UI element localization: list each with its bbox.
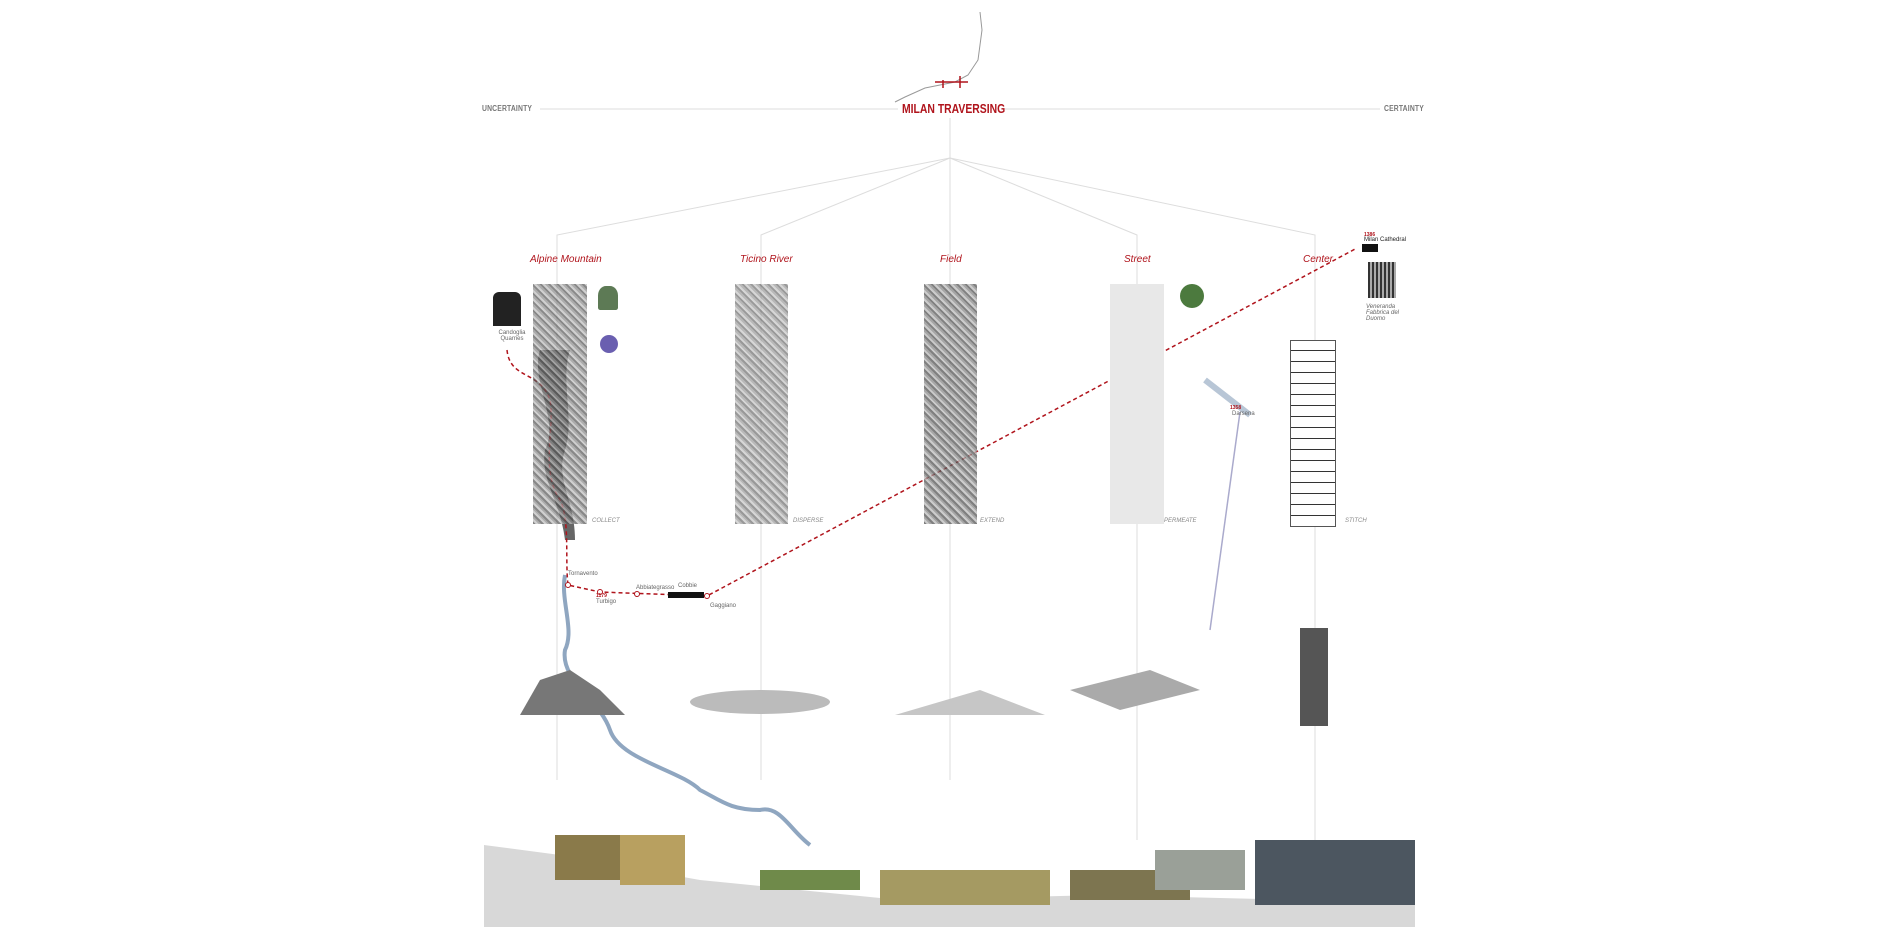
fabbrica-image [1368,262,1396,298]
tree-icon [598,286,618,310]
traverse-marker-icon [935,76,968,88]
cathedral-label: Milan Cathedral [1364,237,1407,243]
street-tree-icon [1180,284,1204,308]
verb-collect: COLLECT [592,518,620,524]
darsena-basin [1203,377,1252,418]
flower-icon [600,335,618,353]
field-texture [895,690,1045,715]
river-texture [690,690,830,714]
verb-stitch: STITCH [1345,518,1367,524]
abbiategrasso-label: Abbiategrasso [636,585,675,591]
column-label-alpine: Alpine Mountain [530,254,602,265]
fabbrica-label: Veneranda Fabbrica del Duomo [1366,304,1400,322]
landscape-photos [555,835,1415,905]
ticino-map-strip [735,284,788,524]
cathedral-icon [1362,244,1378,252]
route-stops [565,582,710,599]
mountain-texture [520,670,625,715]
street-texture [1070,670,1200,710]
cathedral-plan [1290,340,1336,527]
landscape-ground [484,845,1415,927]
verb-disperse: DISPERSE [793,518,824,524]
column-label-field: Field [940,254,962,265]
center-texture [1300,628,1328,726]
boat-icon [668,592,704,598]
column-label-center: Center [1303,254,1334,265]
turbigo-label: Turbigo [596,599,617,605]
quarry-icon [493,292,521,326]
candoglia-label: Candoglia Quarries [498,330,526,342]
cathedral-year: 1386 [1364,232,1376,238]
alpine-map-strip [533,284,587,524]
tornavento-label: Tornavento [568,571,598,577]
darsena-year: 1358 [1230,405,1242,411]
column-label-ticino: Ticino River [740,254,793,265]
cobbie-label: Cobbie [678,583,698,589]
darsena-label: Darsena [1232,411,1255,417]
verb-extend: EXTEND [980,518,1005,524]
gaggiano-label: Gaggiano [710,603,737,609]
canal-line [1209,411,1241,631]
page-title: MILAN TRAVERSING [902,101,1006,116]
uncertainty-label: UNCERTAINTY [482,104,533,113]
verb-permeate: PERMEATE [1164,518,1197,524]
certainty-label: CERTAINTY [1384,104,1424,113]
field-map-strip [924,284,977,524]
route-outline-sketch [894,11,983,103]
column-label-street: Street [1124,254,1151,265]
street-map-strip [1110,284,1164,524]
ticino-river-path [562,574,812,847]
turbigo-year: 1179 [596,593,607,599]
